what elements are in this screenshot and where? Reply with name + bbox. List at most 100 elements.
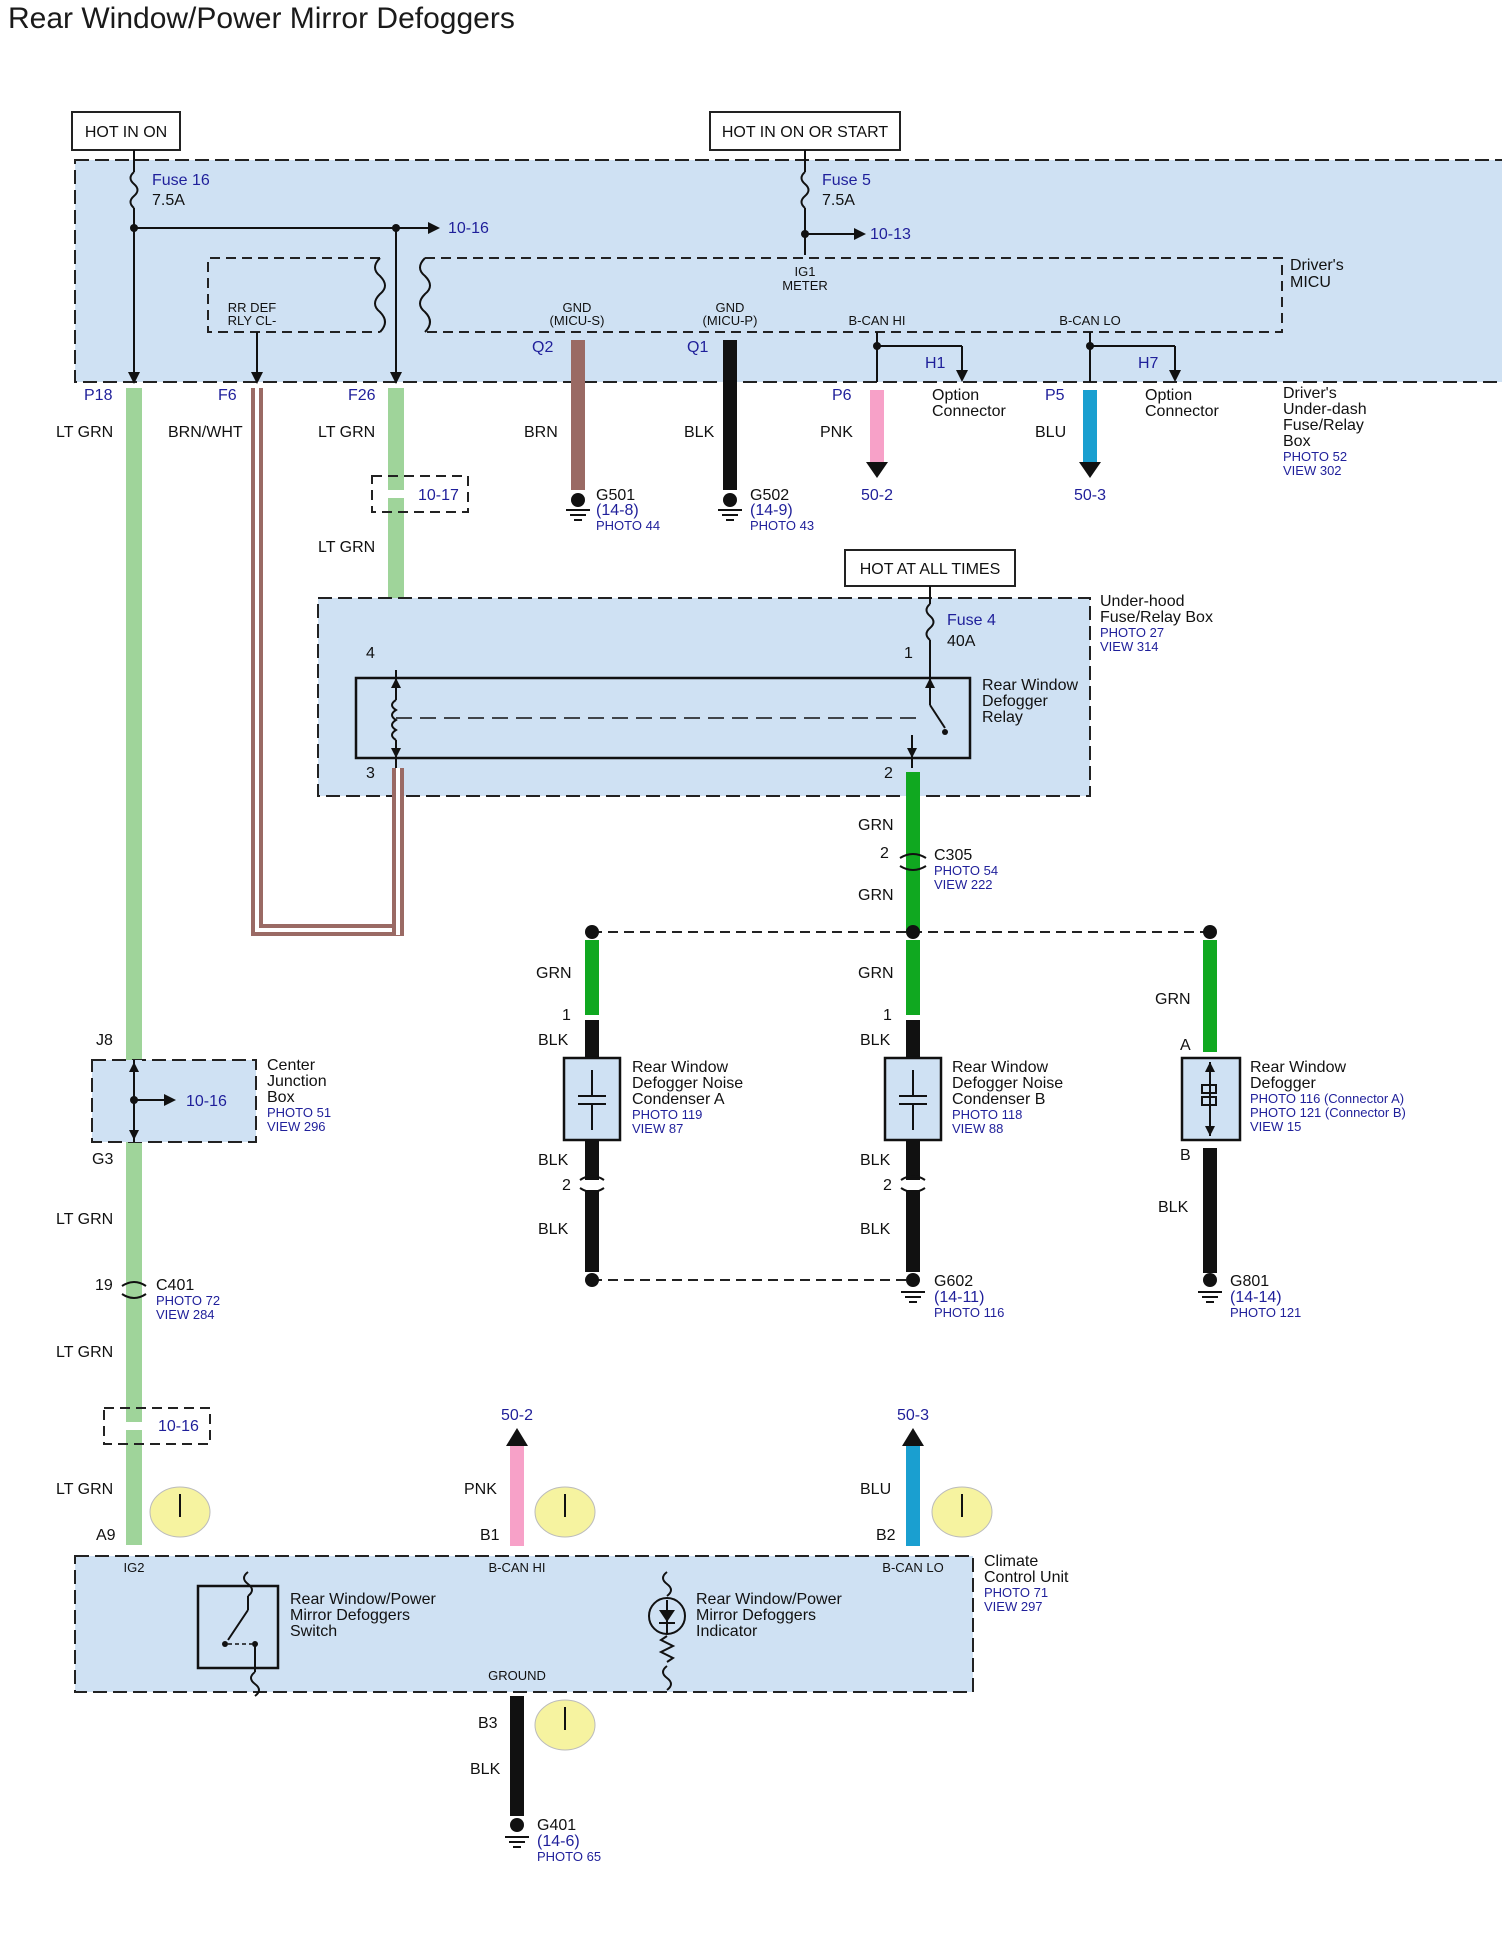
defogger-name-1: Rear Window xyxy=(1250,1059,1346,1076)
junction-view[interactable]: VIEW 296 xyxy=(267,1119,326,1134)
pin-f6: F6 xyxy=(218,387,237,404)
g801-photo[interactable]: PHOTO 121 xyxy=(1230,1305,1301,1320)
junction-photo[interactable]: PHOTO 51 xyxy=(267,1105,331,1120)
ref-50-2-bottom[interactable]: 50-2 xyxy=(501,1407,533,1424)
underhood-box-name-1: Under-hood xyxy=(1100,593,1185,610)
bcan-lo-label: B-CAN LO xyxy=(1059,313,1120,328)
ref-50-3-top[interactable]: 50-3 xyxy=(1074,487,1106,504)
cond-a-pin-2: 2 xyxy=(562,1177,571,1194)
ccu-bcan-hi-label: B-CAN HI xyxy=(488,1560,545,1575)
ref-10-17[interactable]: 10-17 xyxy=(418,487,459,504)
wire-blu-b2 xyxy=(906,1446,920,1546)
test-point-icon-b2 xyxy=(931,1486,993,1538)
wire-grn-defogger xyxy=(1203,940,1217,1052)
defogger-photo-b[interactable]: PHOTO 121 (Connector B) xyxy=(1250,1105,1406,1120)
ig1-label-2: METER xyxy=(782,278,828,293)
relay-name-2: Defogger xyxy=(982,693,1048,710)
switch-name-1: Rear Window/Power xyxy=(290,1591,437,1608)
cond-b-name-3: Condenser B xyxy=(952,1091,1045,1108)
cond-b-view[interactable]: VIEW 88 xyxy=(952,1121,1003,1136)
g502-photo[interactable]: PHOTO 43 xyxy=(750,518,814,533)
wire-label-lt-grn-4: LT GRN xyxy=(56,1211,113,1228)
underdash-box-name-4: Box xyxy=(1283,433,1311,450)
ref-50-2-top[interactable]: 50-2 xyxy=(861,487,893,504)
c401-ref-10-16[interactable]: 10-16 xyxy=(158,1418,199,1435)
wire-label-blu-1: BLU xyxy=(1035,424,1066,441)
cond-a-pin-1: 1 xyxy=(562,1007,571,1024)
defogger-name-2: Defogger xyxy=(1250,1075,1316,1092)
g602-ref[interactable]: (14-11) xyxy=(934,1289,984,1306)
pin-p18: P18 xyxy=(84,387,113,404)
micu-label-1: Driver's xyxy=(1290,257,1344,274)
defogger-wire-blk: BLK xyxy=(1158,1199,1189,1216)
cond-a-photo[interactable]: PHOTO 119 xyxy=(632,1107,702,1122)
test-point-icon-b3 xyxy=(534,1699,596,1751)
cond-a-view[interactable]: VIEW 87 xyxy=(632,1121,683,1136)
cond-a-name-3: Condenser A xyxy=(632,1091,725,1108)
hot-at-all-times-label: HOT AT ALL TIMES xyxy=(860,561,1001,578)
c401-view[interactable]: VIEW 284 xyxy=(156,1307,215,1322)
defogger-view[interactable]: VIEW 15 xyxy=(1250,1119,1301,1134)
fuse16-rating: 7.5A xyxy=(152,192,185,209)
wire-label-brn-wht: BRN/WHT xyxy=(168,424,243,441)
c305-photo[interactable]: PHOTO 54 xyxy=(934,863,998,878)
wire-label-pnk-2: PNK xyxy=(464,1481,497,1498)
c401-photo[interactable]: PHOTO 72 xyxy=(156,1293,220,1308)
pin-q2: Q2 xyxy=(532,339,553,356)
underhood-box-photo[interactable]: PHOTO 27 xyxy=(1100,625,1164,640)
g801-ref[interactable]: (14-14) xyxy=(1230,1289,1282,1306)
pin-a9: A9 xyxy=(96,1527,116,1544)
g502-label: G502 xyxy=(750,487,789,504)
defogger-switch[interactable] xyxy=(196,1584,280,1670)
ccu-name-2: Control Unit xyxy=(984,1569,1069,1586)
wire-pnk-b1 xyxy=(510,1446,524,1546)
pin-f26: F26 xyxy=(348,387,376,404)
junction-ref-10-16[interactable]: 10-16 xyxy=(186,1093,227,1110)
ccu-name-1: Climate xyxy=(984,1553,1038,1570)
option-connector-h7-1: Option xyxy=(1145,387,1192,404)
underdash-box-name-3: Fuse/Relay xyxy=(1283,417,1364,434)
defogger-photo-a[interactable]: PHOTO 116 (Connector A) xyxy=(1250,1091,1404,1106)
gnd-micu-s-2: (MICU-S) xyxy=(550,313,605,328)
c305-pin: 2 xyxy=(880,845,889,862)
fuse4-label: Fuse 4 xyxy=(947,612,996,629)
cond-a-wire-blk-1: BLK xyxy=(538,1032,569,1049)
fuse5-rating: 7.5A xyxy=(822,192,855,209)
cond-b-wire-blk-3: BLK xyxy=(860,1221,891,1238)
wire-label-lt-grn-3: LT GRN xyxy=(318,539,375,556)
fuse5-symbol xyxy=(800,171,810,209)
pin-p5: P5 xyxy=(1045,387,1065,404)
wire-label-pnk-1: PNK xyxy=(820,424,853,441)
g401-ref[interactable]: (14-6) xyxy=(537,1833,580,1850)
gnd-micu-p-2: (MICU-P) xyxy=(703,313,758,328)
g501-ref[interactable]: (14-8) xyxy=(596,502,639,519)
pin-h7: H7 xyxy=(1138,355,1159,372)
hot-at-all-times-label-box xyxy=(844,549,1016,587)
bcan-hi-label: B-CAN HI xyxy=(848,313,905,328)
pin-q1: Q1 xyxy=(687,339,708,356)
ccu-photo[interactable]: PHOTO 71 xyxy=(984,1585,1048,1600)
ccu-bcan-lo-label: B-CAN LO xyxy=(882,1560,943,1575)
underhood-box-view[interactable]: VIEW 314 xyxy=(1100,639,1159,654)
junction-name-1: Center xyxy=(267,1057,316,1074)
cond-b-photo[interactable]: PHOTO 118 xyxy=(952,1107,1022,1122)
underdash-box-view[interactable]: VIEW 302 xyxy=(1283,463,1342,478)
wire-label-blk-b3: BLK xyxy=(470,1761,501,1778)
c305-view[interactable]: VIEW 222 xyxy=(934,877,993,892)
g501-photo[interactable]: PHOTO 44 xyxy=(596,518,660,533)
fuse4-symbol xyxy=(925,603,935,641)
ref-10-13[interactable]: 10-13 xyxy=(870,226,911,243)
pin-p6: P6 xyxy=(832,387,852,404)
underdash-fuse-box xyxy=(74,159,1502,383)
underdash-box-photo[interactable]: PHOTO 52 xyxy=(1283,449,1347,464)
g602-photo[interactable]: PHOTO 116 xyxy=(934,1305,1004,1320)
g401-photo[interactable]: PHOTO 65 xyxy=(537,1849,601,1864)
wire-blk-g502 xyxy=(723,340,737,490)
ref-50-3-bottom[interactable]: 50-3 xyxy=(897,1407,929,1424)
ccu-view[interactable]: VIEW 297 xyxy=(984,1599,1043,1614)
wire-grn-cond-a xyxy=(585,940,599,1015)
ref-10-16-top[interactable]: 10-16 xyxy=(448,220,489,237)
cond-b-pin-2: 2 xyxy=(883,1177,892,1194)
g502-ref[interactable]: (14-9) xyxy=(750,502,793,519)
cond-b-pin-1: 1 xyxy=(883,1007,892,1024)
